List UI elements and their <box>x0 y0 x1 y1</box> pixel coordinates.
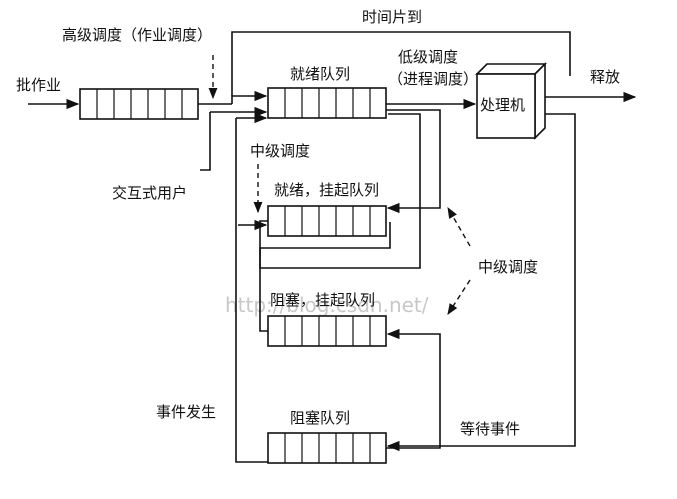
watermark-text: http://blog.csdn.net/ <box>225 293 429 317</box>
label-ready-queue: 就绪队列 <box>290 65 350 83</box>
label-low-sched-2: （进程调度） <box>388 70 478 88</box>
blocked-queue <box>267 432 387 464</box>
label-interactive: 交互式用户 <box>112 184 187 202</box>
label-blocked-queue: 阻塞队列 <box>290 409 350 427</box>
batch-queue <box>79 88 199 120</box>
label-timeslice: 时间片到 <box>362 8 422 26</box>
label-wait-event: 等待事件 <box>460 420 520 438</box>
label-high-sched: 高级调度（作业调度） <box>62 26 212 44</box>
blocked-suspend-queue <box>267 315 387 347</box>
label-event-occurs: 事件发生 <box>156 403 216 421</box>
label-mid-sched-top: 中级调度 <box>250 142 310 160</box>
label-release: 释放 <box>590 68 620 86</box>
ready-suspend-queue <box>267 205 387 237</box>
label-mid-sched-right: 中级调度 <box>478 258 538 276</box>
label-ready-suspend: 就绪，挂起队列 <box>274 181 379 199</box>
cpu-box <box>475 62 547 140</box>
label-cpu: 处理机 <box>480 96 525 114</box>
connectors <box>28 31 637 463</box>
label-blocked-suspend: 阻塞，挂起队列 <box>270 291 375 309</box>
ready-queue <box>267 87 387 119</box>
label-batch: 批作业 <box>16 76 61 94</box>
label-low-sched-1: 低级调度 <box>398 48 458 66</box>
